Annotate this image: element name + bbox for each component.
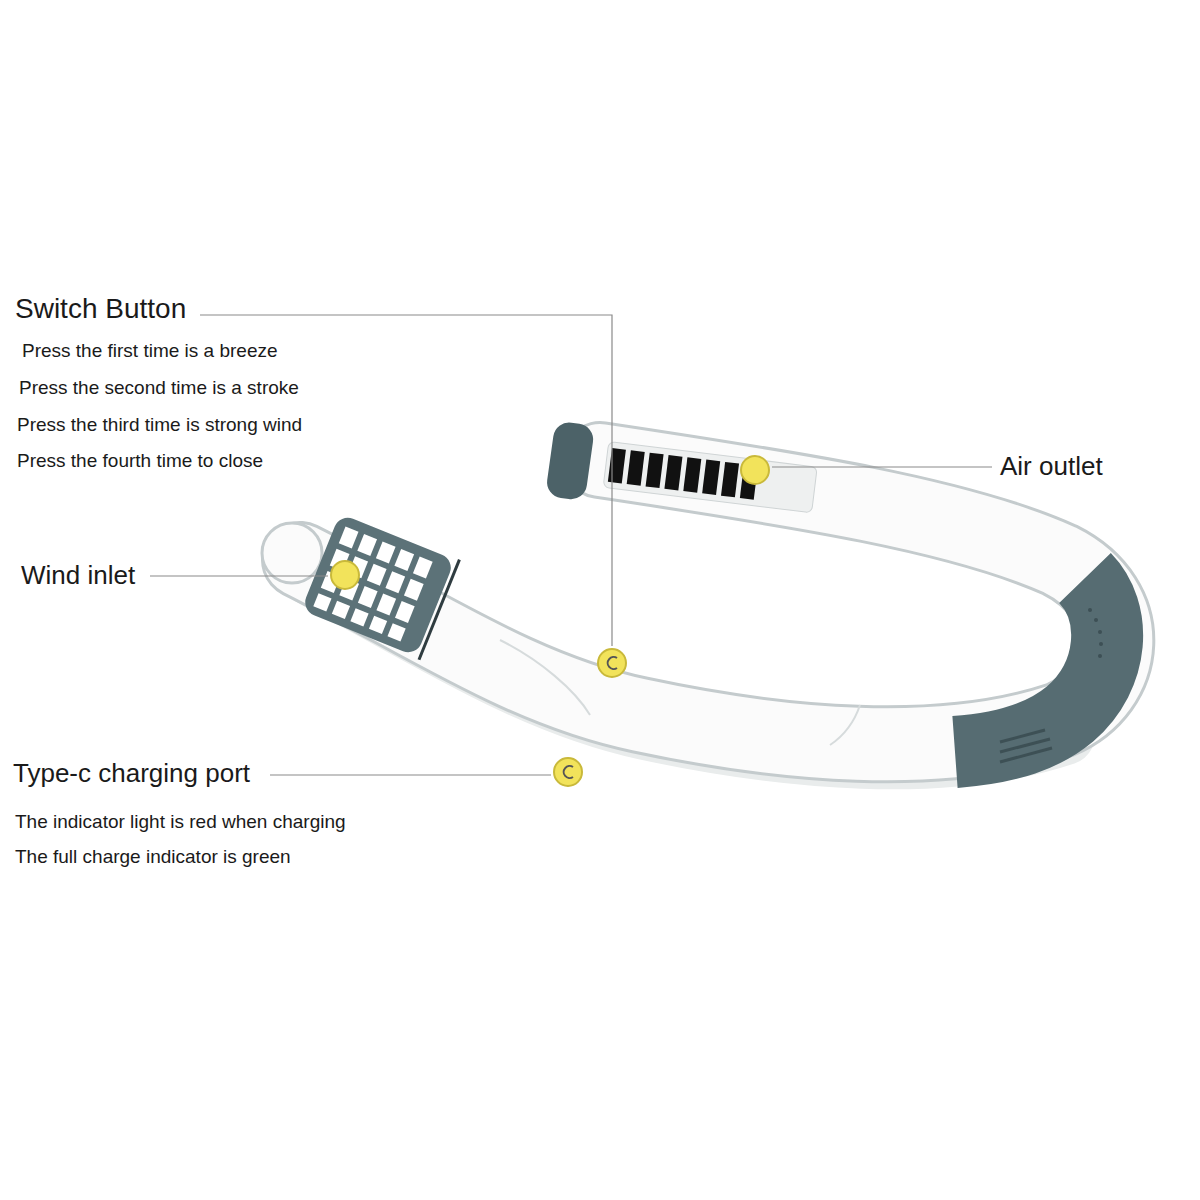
air-outlet-vents — [603, 442, 817, 513]
instruction-note: Press the second time is a stroke — [17, 377, 301, 400]
fan-body-outline — [300, 460, 1116, 744]
wind-inlet-cage — [300, 512, 459, 660]
speaker-dots — [1088, 608, 1103, 658]
fan-body — [300, 460, 1116, 744]
instruction-note: The full charge indicator is green — [13, 846, 293, 869]
grip-band — [955, 578, 1107, 752]
callout-title: Type-c charging port — [11, 758, 252, 789]
instruction-note: Press the third time is strong wind — [15, 414, 304, 437]
callout-title: Switch Button — [13, 292, 188, 326]
instruction-note: The indicator light is red when charging — [13, 811, 348, 834]
instruction-note: Press the fourth time to close — [15, 450, 265, 473]
callout-title: Air outlet — [998, 451, 1105, 482]
instruction-note: Press the first time is a breeze — [20, 340, 280, 363]
end-cap — [545, 420, 595, 501]
grip-grooves — [1000, 730, 1052, 762]
body-seam — [830, 705, 860, 745]
left-end — [262, 523, 322, 583]
callout-title: Wind inlet — [19, 560, 137, 591]
body-seam — [500, 640, 590, 715]
highlight-markers — [331, 456, 769, 786]
